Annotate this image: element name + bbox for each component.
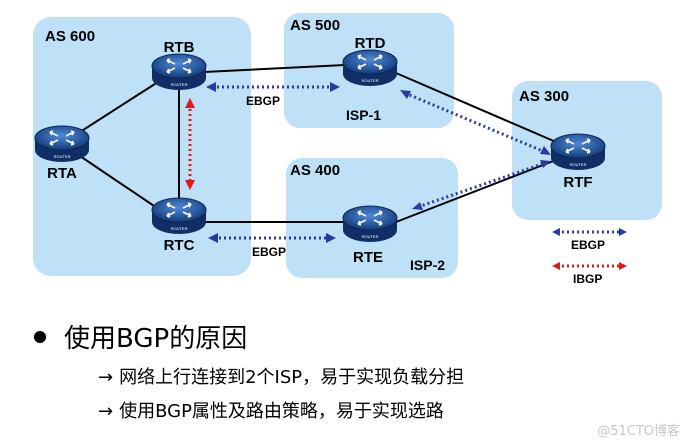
link-rta-rtc bbox=[79, 155, 161, 211]
arrow-right-icon: → bbox=[98, 401, 114, 422]
router-rtf: ROUTER bbox=[550, 133, 606, 171]
legend: EBGP IBGP bbox=[552, 228, 627, 286]
legend-ebgp-label: EBGP bbox=[571, 238, 605, 252]
link-rte-rtf bbox=[395, 159, 557, 223]
sub-item-text: 网络上行连接到2个ISP，易于实现负载分担 bbox=[119, 367, 465, 388]
router-badge: ROUTER bbox=[362, 234, 379, 239]
bullet-heading: 使用BGP的原因 bbox=[28, 318, 668, 355]
router-rte-label: RTE bbox=[353, 249, 383, 266]
bullet-section: 使用BGP的原因 →网络上行连接到2个ISP，易于实现负载分担 →使用BGP属性… bbox=[28, 318, 668, 423]
router-rtd-label: RTD bbox=[355, 35, 386, 52]
router-rtd: ROUTER bbox=[342, 49, 398, 87]
ebgp-label-top: EBGP bbox=[246, 94, 280, 108]
sub-item: →网络上行连接到2个ISP，易于实现负载分担 bbox=[98, 363, 668, 389]
link-rtd-rtf bbox=[395, 72, 557, 143]
link-rta-rtb bbox=[79, 81, 159, 133]
router-badge: ROUTER bbox=[171, 82, 188, 87]
as-500-label: AS 500 bbox=[290, 17, 340, 34]
router-rtc-label: RTC bbox=[164, 237, 195, 254]
router-badge: ROUTER bbox=[54, 154, 71, 159]
router-badge: ROUTER bbox=[171, 226, 188, 231]
ebgp-label-bottom: EBGP bbox=[252, 245, 286, 259]
legend-ibgp-label: IBGP bbox=[573, 272, 602, 286]
watermark: @51CTO博客 bbox=[597, 424, 680, 439]
network-topology-diagram: AS 600 AS 500 AS 400 AS 300 EBGP EBGP RO… bbox=[33, 13, 662, 286]
ebgp-session-rtd-rtf bbox=[404, 91, 546, 154]
router-rtf-label: RTF bbox=[563, 174, 592, 191]
as-400-label: AS 400 bbox=[290, 162, 340, 179]
sub-item: →使用BGP属性及路由策略，易于实现选路 bbox=[98, 397, 668, 423]
router-rtb-label: RTB bbox=[164, 39, 195, 56]
link-rtb-rtd bbox=[203, 64, 346, 73]
router-badge: ROUTER bbox=[362, 78, 379, 83]
sub-item-text: 使用BGP属性及路由策略，易于实现选路 bbox=[119, 401, 444, 422]
router-rta: ROUTER bbox=[34, 125, 90, 163]
arrow-right-icon: → bbox=[98, 367, 114, 388]
bullet-dot-icon bbox=[34, 330, 46, 343]
as-300-label: AS 300 bbox=[519, 88, 569, 105]
router-rte: ROUTER bbox=[342, 205, 398, 243]
router-badge: ROUTER bbox=[570, 162, 587, 167]
router-rtc: ROUTER bbox=[151, 197, 207, 235]
router-rta-label: RTA bbox=[47, 165, 77, 182]
isp-1-label: ISP-1 bbox=[346, 107, 381, 123]
router-rtb: ROUTER bbox=[151, 53, 207, 91]
isp-2-label: ISP-2 bbox=[410, 257, 445, 273]
bullet-title-text: 使用BGP的原因 bbox=[64, 324, 248, 354]
as-600-label: AS 600 bbox=[45, 28, 95, 45]
